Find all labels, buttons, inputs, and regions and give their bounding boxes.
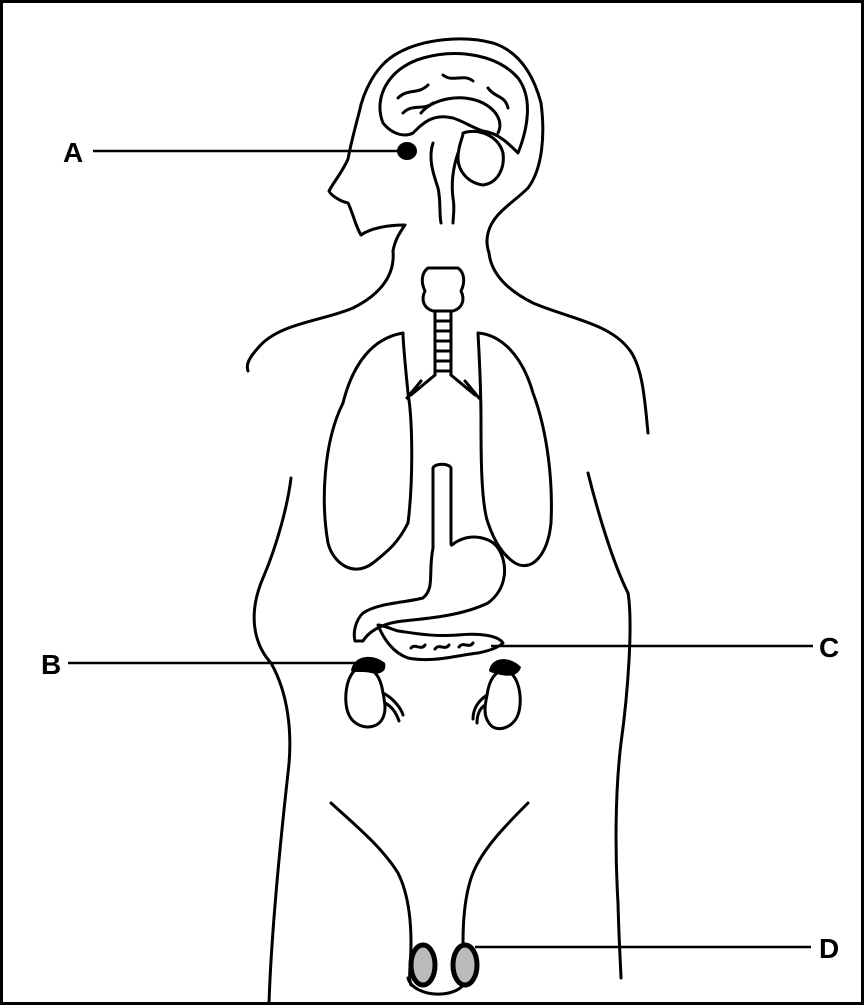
body-outline-left [247,251,393,371]
testis-right [453,945,477,985]
adrenal-gland-left [351,657,385,674]
lung-left [324,333,411,569]
lung-right [478,333,551,566]
thyroid [422,268,463,311]
testis-left [411,945,435,985]
cerebellum [458,131,503,185]
bronchi [407,375,479,398]
adrenal-gland-right [489,659,521,676]
brainstem [431,143,458,223]
label-b: B [41,651,61,679]
torso-right-side [588,473,630,978]
label-d: D [819,935,839,963]
label-c: C [819,634,839,662]
kidney-left [346,668,385,727]
torso-left-side [254,478,291,1003]
pancreas [378,625,503,660]
trachea-rings [435,321,451,371]
corpus-callosum [421,98,500,133]
kidney-right [485,671,520,729]
label-a: A [63,139,83,167]
pituitary-gland [397,142,417,160]
groin-left [331,803,411,985]
endocrine-body-diagram [3,3,864,1008]
pancreas-texture [411,643,473,649]
body-outline-right [489,253,648,433]
esophagus [433,464,451,548]
